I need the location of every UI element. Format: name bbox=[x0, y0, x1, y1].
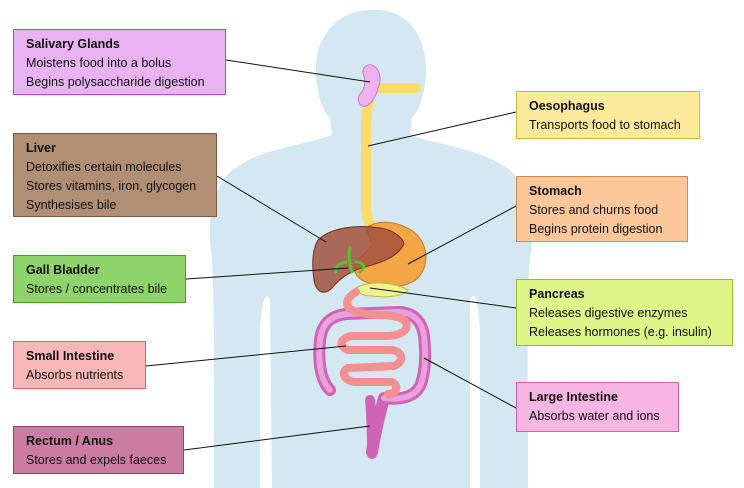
label-line: Stores vitamins, iron, glycogen bbox=[26, 179, 197, 193]
label-line: Synthesises bile bbox=[26, 198, 117, 212]
label-line: Stores and churns food bbox=[529, 203, 659, 217]
gall-bladder-organ bbox=[334, 246, 365, 274]
leader-line-small bbox=[145, 345, 347, 367]
label-line: Absorbs nutrients bbox=[26, 368, 124, 382]
label-small-intestine: Small Intestine Absorbs nutrients bbox=[13, 341, 146, 389]
label-title: Liver bbox=[26, 141, 56, 155]
label-line: Moistens food into a bolus bbox=[26, 56, 172, 70]
label-title: Oesophagus bbox=[529, 99, 605, 113]
label-line: Begins protein digestion bbox=[529, 222, 663, 236]
leader-lines bbox=[145, 59, 517, 451]
label-line: Detoxifies certain molecules bbox=[26, 160, 182, 174]
leader-line-large bbox=[423, 357, 517, 409]
leader-line-pancreas bbox=[369, 287, 517, 309]
label-line: Releases digestive enzymes bbox=[529, 306, 688, 320]
leader-line-oesophagus bbox=[367, 111, 517, 147]
label-gall-bladder: Gall Bladder Stores / concentrates bile bbox=[13, 255, 186, 303]
leader-line-gall bbox=[185, 267, 349, 280]
label-oesophagus: Oesophagus Transports food to stomach bbox=[516, 91, 700, 139]
label-salivary-glands: Salivary Glands Moistens food into a bol… bbox=[13, 29, 226, 95]
liver-organ bbox=[312, 226, 405, 293]
label-pancreas: Pancreas Releases digestive enzymes Rele… bbox=[516, 279, 733, 346]
label-stomach: Stomach Stores and churns food Begins pr… bbox=[516, 176, 688, 242]
rectum-organ bbox=[365, 395, 377, 459]
small-intestine-organ bbox=[337, 288, 411, 398]
label-large-intestine: Large Intestine Absorbs water and ions bbox=[516, 382, 679, 432]
label-line: Stores and expels faeces bbox=[26, 453, 167, 467]
label-title: Gall Bladder bbox=[26, 263, 100, 277]
large-intestine-lumen bbox=[316, 309, 429, 402]
label-line: Begins polysaccharide digestion bbox=[26, 75, 205, 89]
label-line: Releases hormones (e.g. insulin) bbox=[529, 325, 712, 339]
label-title: Small Intestine bbox=[26, 349, 115, 363]
label-title: Stomach bbox=[529, 184, 582, 198]
label-rectum-anus: Rectum / Anus Stores and expels faeces bbox=[13, 426, 184, 474]
label-line: Stores / concentrates bile bbox=[26, 282, 168, 296]
label-title: Salivary Glands bbox=[26, 37, 120, 51]
label-liver: Liver Detoxifies certain molecules Store… bbox=[13, 133, 217, 217]
label-title: Rectum / Anus bbox=[26, 434, 114, 448]
label-line: Absorbs water and ions bbox=[529, 409, 660, 423]
leader-line-stomach bbox=[407, 205, 517, 265]
label-title: Pancreas bbox=[529, 287, 585, 301]
label-line: Transports food to stomach bbox=[529, 118, 681, 132]
leader-line-rectum bbox=[183, 425, 371, 451]
leader-line-salivary bbox=[225, 59, 371, 83]
label-title: Large Intestine bbox=[529, 390, 618, 404]
salivary-gland-organ bbox=[357, 64, 381, 107]
leader-line-liver bbox=[216, 175, 327, 243]
